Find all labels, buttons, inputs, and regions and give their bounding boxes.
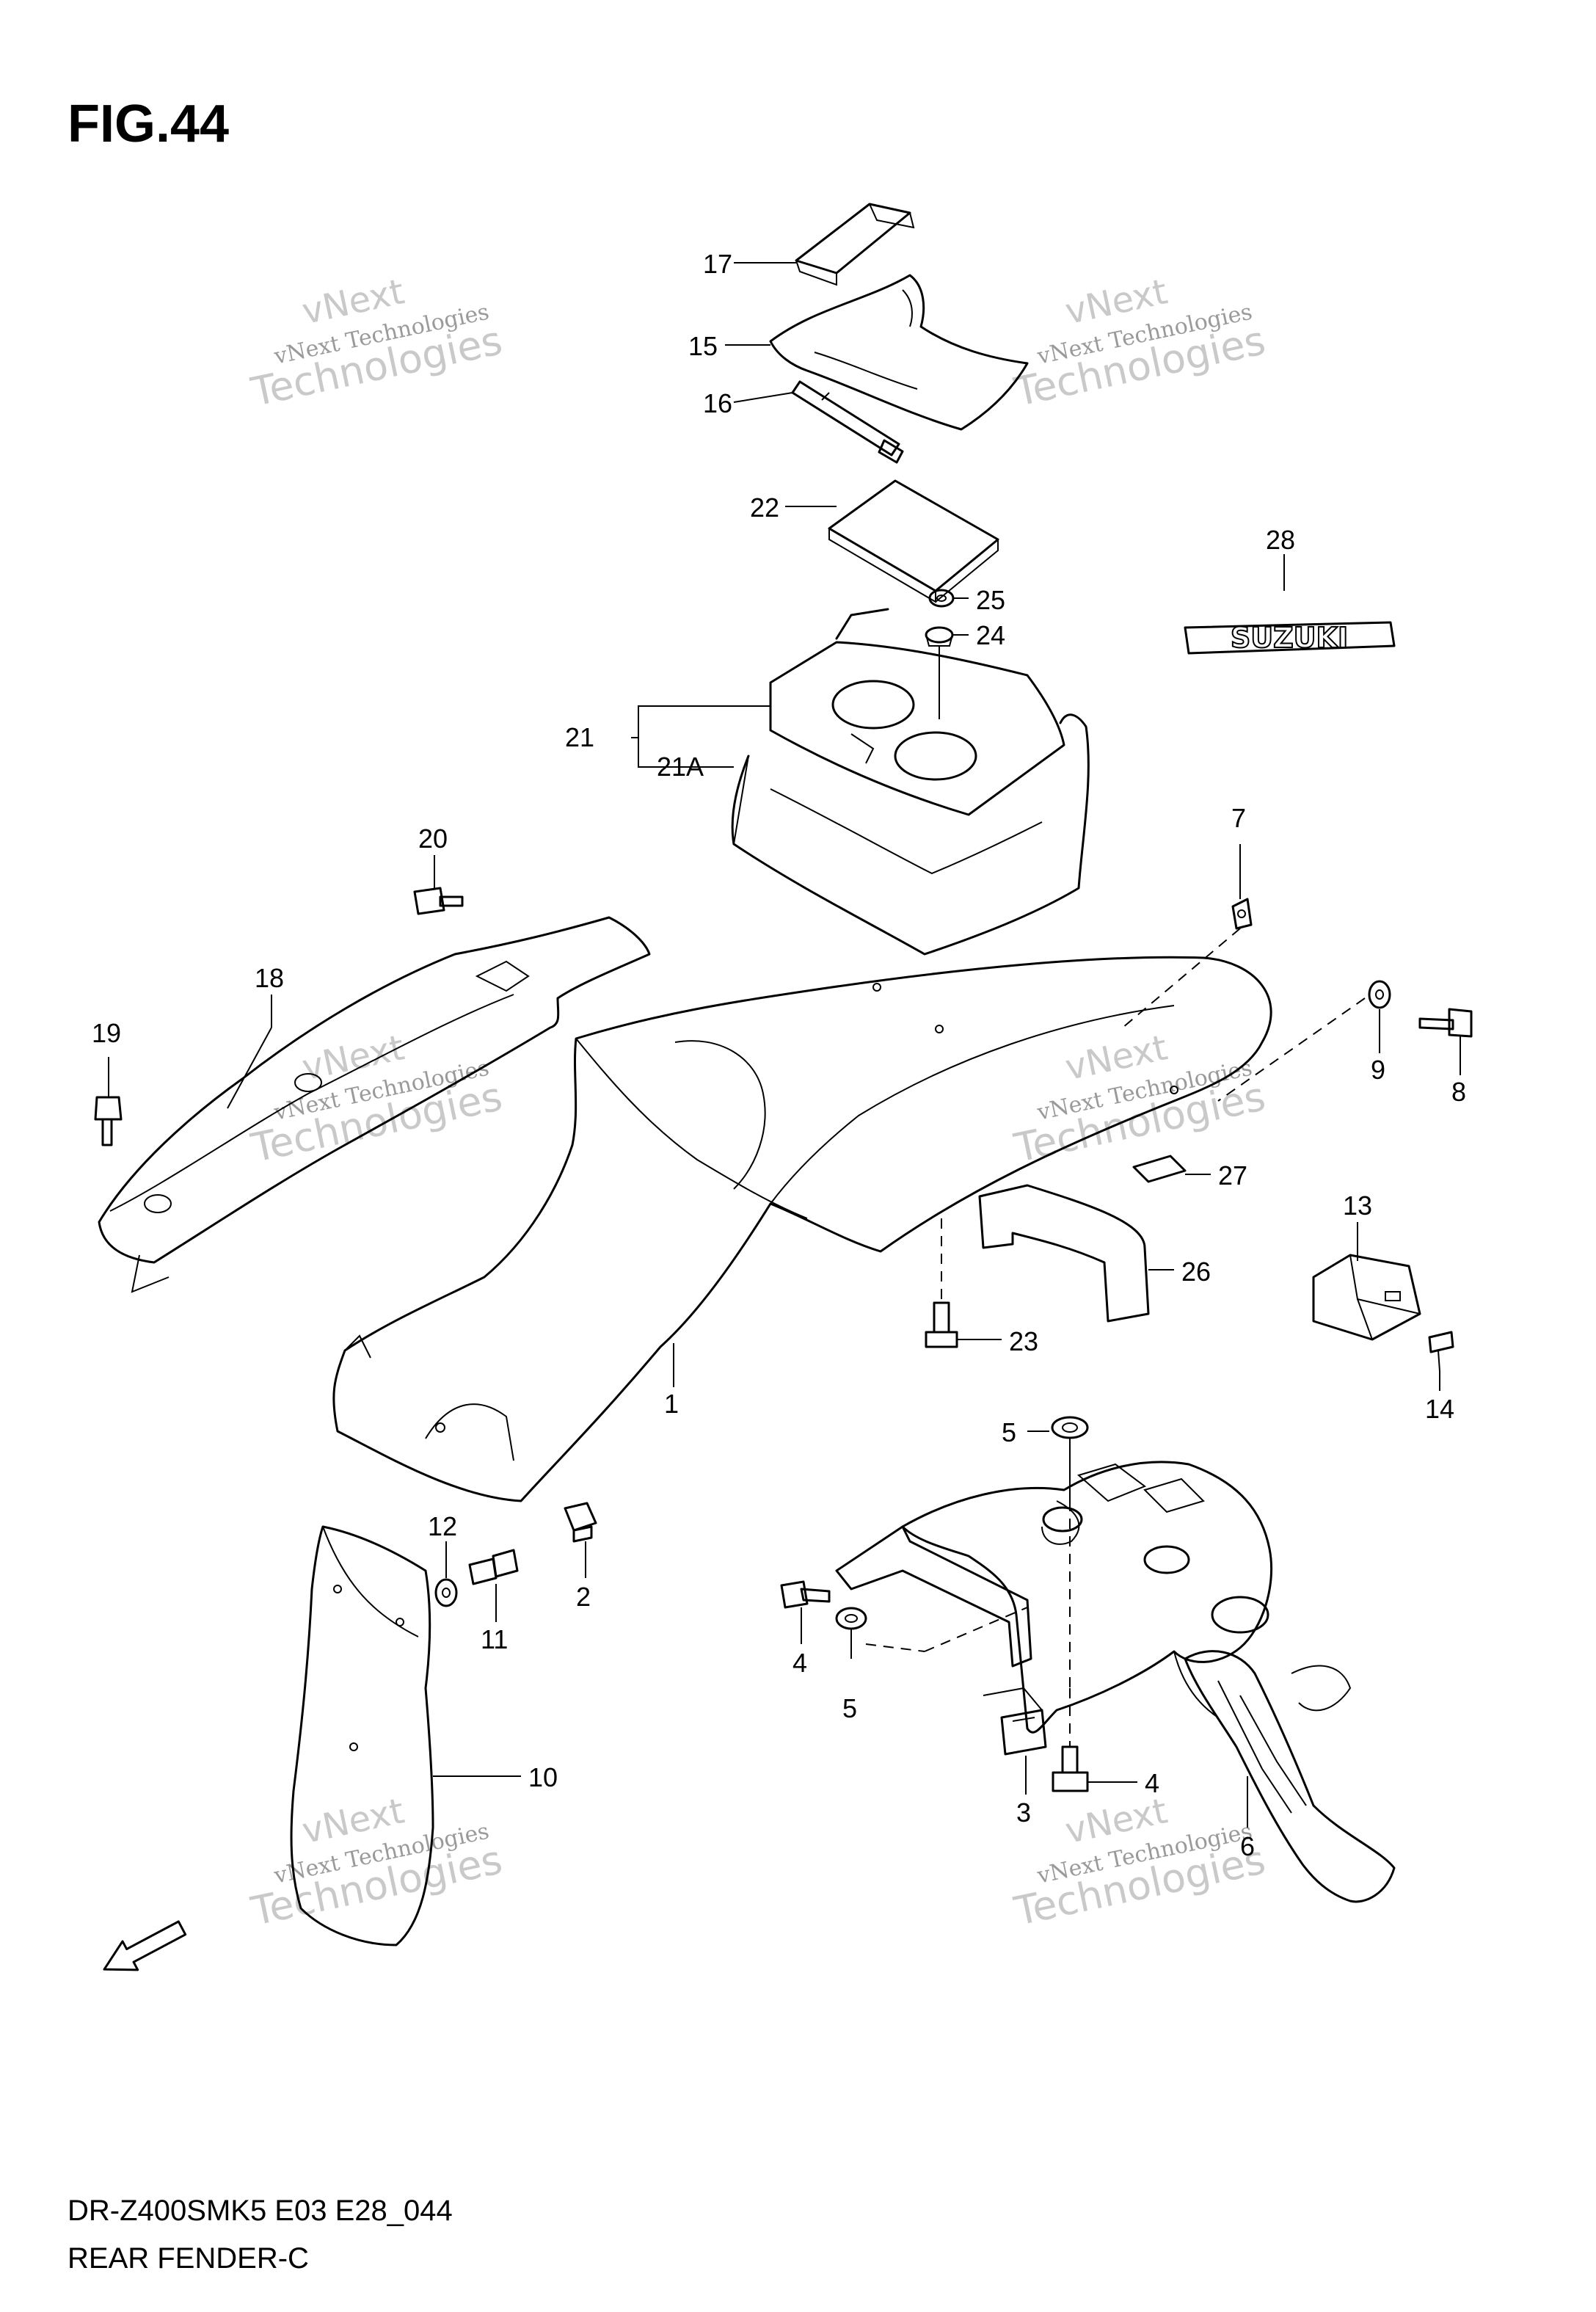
part-25-nut[interactable] [928,589,955,608]
label-21[interactable]: 21 [565,722,594,752]
label-14[interactable]: 14 [1425,1394,1454,1424]
label-18[interactable]: 18 [255,963,284,993]
label-24[interactable]: 24 [976,620,1005,650]
part-9-washer[interactable] [1368,980,1391,1009]
label-11[interactable]: 11 [481,1624,508,1654]
part-28-suzuki-emblem[interactable]: SUZUKI [1184,621,1396,655]
label-22[interactable]: 22 [750,492,779,523]
label-21a[interactable]: 21A [657,752,704,782]
part-5-washer-top[interactable] [1051,1416,1089,1501]
figure-title: FIG.44 [68,95,230,153]
part-3-clip-nut[interactable] [983,1687,1047,1756]
label-23[interactable]: 23 [1009,1326,1038,1356]
label-28[interactable]: 28 [1266,525,1295,555]
part-23-bolt[interactable] [925,1218,958,1348]
watermark-bottom-left: vNext vNext Technologies Technologies [247,1790,506,1935]
emblem-text: SUZUKI [1231,622,1348,654]
part-27-clip[interactable] [1132,1155,1187,1183]
label-1[interactable]: 1 [664,1389,679,1419]
part-2-bolt[interactable] [564,1502,597,1543]
part-19-bolt[interactable] [94,1096,123,1146]
part-20-bolt[interactable] [413,887,464,915]
watermark-mid-right: vNext vNext Technologies Technologies [1010,1027,1269,1171]
footer-section-name: REAR FENDER-C [68,2242,309,2275]
part-17-strap[interactable] [795,203,915,286]
part-10-mud-flap[interactable] [290,1525,434,1946]
label-2[interactable]: 2 [576,1582,591,1612]
part-13-relay-unit[interactable] [1312,1254,1421,1341]
part-21a-tray[interactable] [731,713,1090,956]
part-22-plate[interactable] [828,479,999,603]
part-15-tool-bag[interactable] [769,274,1029,431]
fwd-arrow-icon: FWD [103,1920,187,1971]
part-7-clip[interactable] [1231,898,1253,930]
label-4-left[interactable]: 4 [792,1648,807,1678]
label-5-lower[interactable]: 5 [842,1693,857,1723]
leader-lines [108,262,1461,1828]
part-4-bolt-lower[interactable] [1052,1688,1089,1792]
part-18-side-cover[interactable] [98,916,651,1293]
label-13[interactable]: 13 [1343,1190,1372,1221]
part-26-handle[interactable] [978,1184,1150,1323]
watermark-top-left: vNext vNext Technologies Technologies [247,271,506,415]
label-27[interactable]: 27 [1218,1160,1247,1190]
part-4-bolt-left[interactable] [780,1580,831,1609]
watermark-bottom-right: vNext vNext Technologies Technologies [1010,1790,1269,1935]
label-25[interactable]: 25 [976,585,1005,615]
label-8[interactable]: 8 [1451,1077,1466,1107]
label-7[interactable]: 7 [1231,803,1246,833]
part-11-bolt[interactable] [468,1549,519,1585]
label-17[interactable]: 17 [703,249,732,279]
label-6[interactable]: 6 [1240,1831,1255,1861]
footer-model-code: DR-Z400SMK5 E03 E28_044 [68,2195,453,2227]
label-20[interactable]: 20 [418,824,448,854]
part-12-washer[interactable] [434,1578,458,1607]
label-12[interactable]: 12 [428,1511,457,1541]
part-6-bracket-assembly[interactable] [835,1461,1396,1903]
label-9[interactable]: 9 [1371,1055,1385,1085]
label-19[interactable]: 19 [92,1018,121,1048]
label-5-top[interactable]: 5 [1002,1417,1016,1447]
label-15[interactable]: 15 [688,331,718,361]
part-14-screw[interactable] [1428,1331,1454,1372]
label-16[interactable]: 16 [703,388,732,418]
part-21-tool-box[interactable] [769,608,1065,816]
part-5-collar-lower[interactable] [835,1607,1028,1652]
part-24-grommet[interactable] [925,626,954,719]
watermark-mid-left: vNext vNext Technologies Technologies [247,1027,506,1171]
part-number-labels: 17 15 16 22 25 24 28 21 21A 7 20 18 19 9… [92,249,1466,1861]
part-1-rear-fender[interactable] [332,956,1272,1502]
watermark-top-right: vNext vNext Technologies Technologies [1010,271,1269,415]
label-26[interactable]: 26 [1181,1257,1211,1287]
label-10[interactable]: 10 [528,1762,558,1792]
label-4-lower[interactable]: 4 [1145,1768,1159,1798]
part-16-tool-rod[interactable] [791,380,904,464]
part-8-bolt[interactable] [1418,1008,1473,1038]
label-3[interactable]: 3 [1016,1797,1031,1828]
